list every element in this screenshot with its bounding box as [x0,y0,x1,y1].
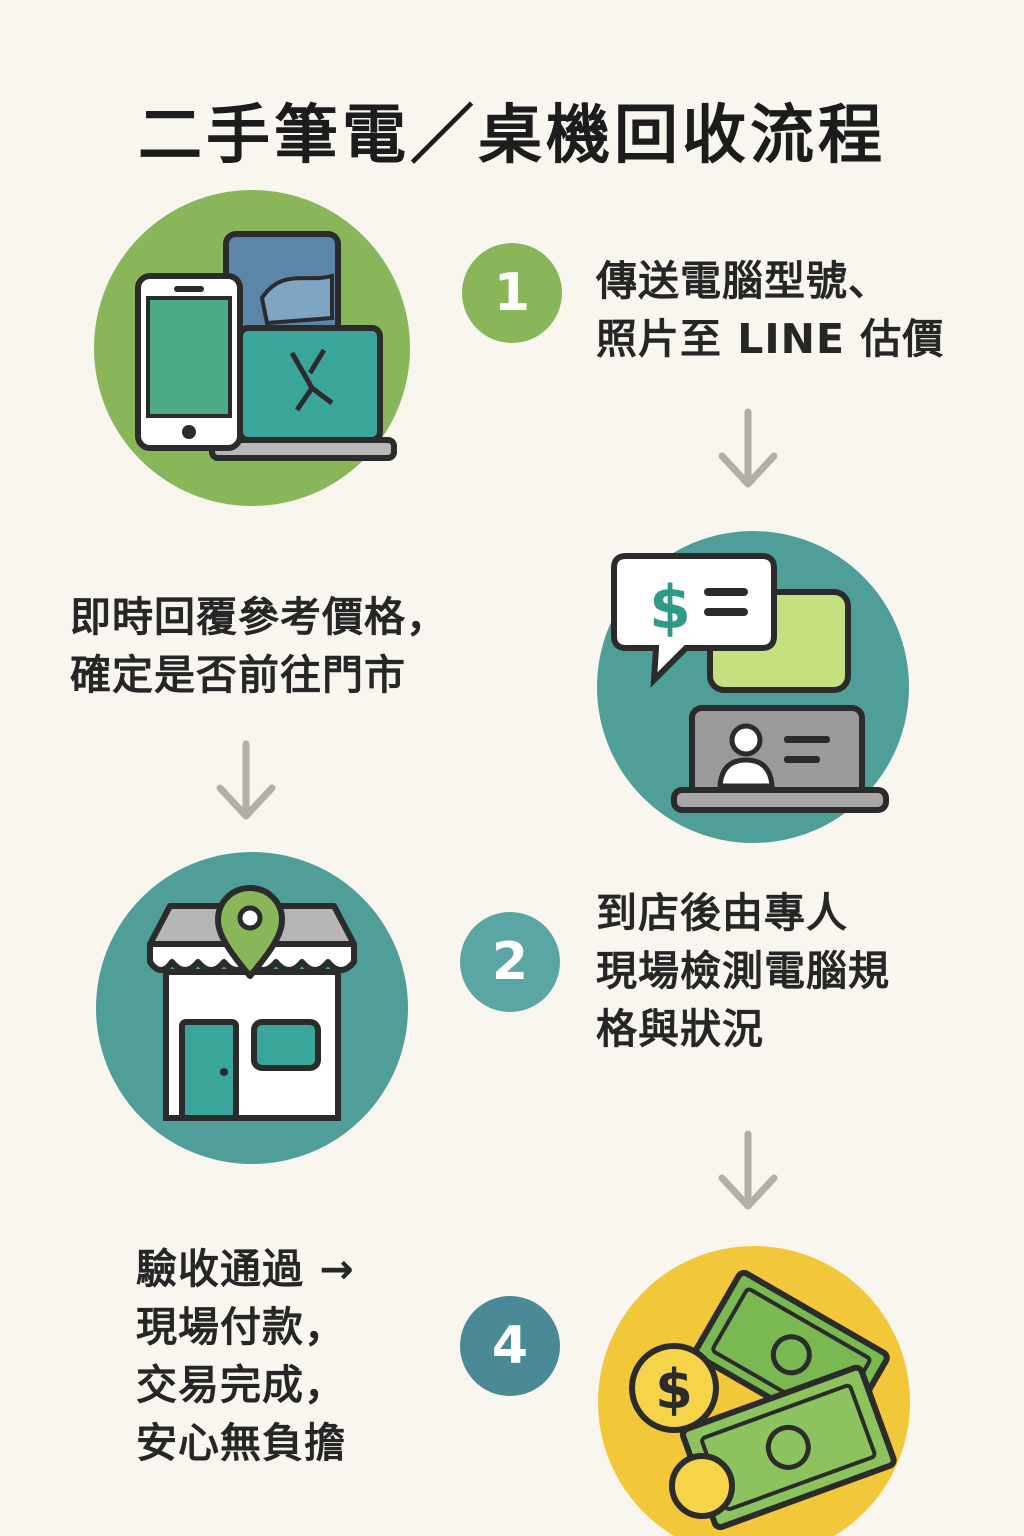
page-title: 二手筆電／桌機回收流程 [138,99,886,173]
store-location-icon [94,850,410,1166]
step-4-text: 驗收通過 → 現場付款， 交易完成， 安心無負擔 [136,1240,355,1472]
chat-quote-icon: $ [596,528,914,846]
step-reply-line-1: 即時回覆參考價格， [70,593,448,641]
step-2-text: 到店後由專人 現場檢測電腦規 格與狀況 [596,884,890,1058]
step-4-line-2: 現場付款， [136,1303,346,1351]
step-1-text: 傳送電腦型號、 照片至 LINE 估價 [596,252,944,368]
step-badge-1: 1 [462,243,562,343]
step-2-line-2: 現場檢測電腦規 [596,947,890,995]
step-4-line-4: 安心無負擔 [136,1419,346,1467]
svg-text:$: $ [649,573,691,643]
cash-payment-icon: $ [596,1244,912,1536]
step-reply-line-2: 確定是否前往門市 [70,651,406,699]
broken-devices-icon [92,188,412,508]
step-4-line-1: 驗收通過 → [136,1245,355,1293]
step-2-line-1: 到店後由專人 [596,889,848,937]
step-2-line-3: 格與狀況 [596,1005,764,1053]
step-badge-4: 4 [460,1296,560,1396]
svg-text:$: $ [655,1358,693,1421]
step-1-line-2: 照片至 LINE 估價 [596,315,945,363]
step-1-line-1: 傳送電腦型號、 [596,257,890,305]
step-badge-2: 2 [460,912,560,1012]
arrow-down-icon [716,408,780,492]
arrow-down-icon [214,740,278,824]
step-4-line-3: 交易完成， [136,1361,346,1409]
arrow-down-icon [716,1130,780,1214]
step-reply-text: 即時回覆參考價格， 確定是否前往門市 [70,588,448,704]
